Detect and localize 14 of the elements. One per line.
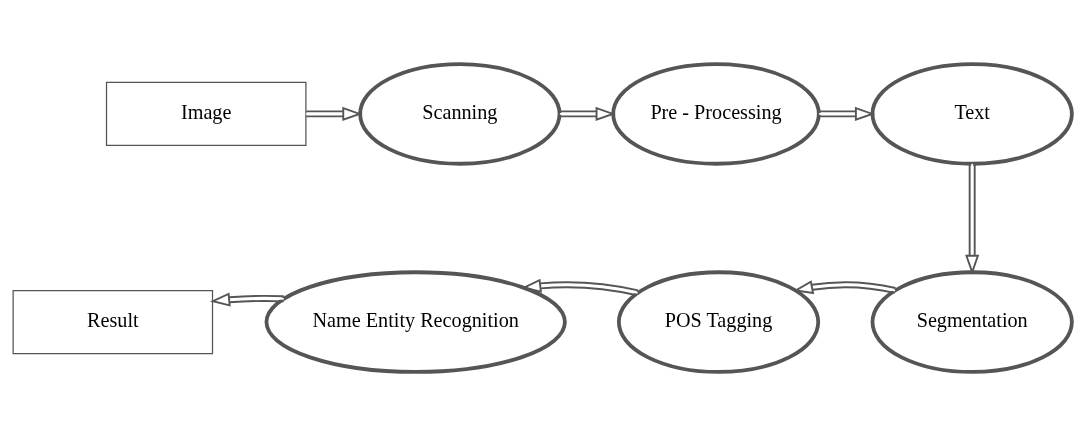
- node-box: Result: [12, 289, 214, 355]
- arrow: [818, 106, 876, 121]
- node-ellipse: POS Tagging: [616, 270, 821, 374]
- node-ellipse: Name Entity Recognition: [264, 270, 567, 374]
- node-ellipse: Text: [870, 62, 1074, 166]
- node-ellipse: Segmentation: [870, 270, 1074, 374]
- node-ellipse: Scanning: [358, 62, 562, 166]
- arrow: [558, 106, 616, 121]
- node-box: Image: [105, 81, 307, 147]
- arrow: [965, 162, 980, 275]
- arrow: [793, 280, 897, 295]
- arrow: [209, 292, 285, 307]
- arrow: [305, 106, 363, 121]
- node-ellipse: Pre - Processing: [611, 62, 821, 166]
